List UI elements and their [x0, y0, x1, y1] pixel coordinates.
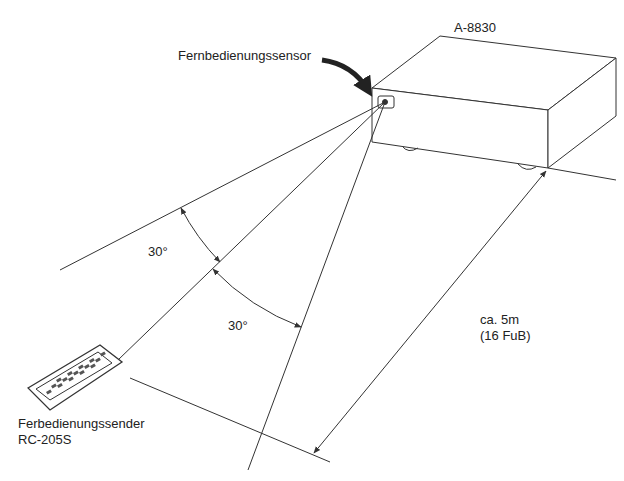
remote-panel: [36, 352, 112, 400]
remote-button: [90, 364, 96, 369]
remote-button: [62, 377, 68, 382]
amplifier-side: [548, 58, 616, 168]
model-label: A-8830: [452, 20, 498, 36]
remote-button: [79, 370, 85, 375]
remote-button: [57, 383, 63, 388]
angle-ray: [60, 102, 385, 270]
remote-button: [95, 358, 101, 363]
remote-button: [46, 390, 52, 395]
foot: [402, 146, 418, 151]
pointer-arrow: [322, 60, 368, 90]
center-ray: [118, 102, 385, 360]
remote-button: [73, 371, 79, 376]
remote-control: [28, 345, 122, 410]
dimension-line: [314, 171, 546, 453]
foot: [518, 164, 536, 169]
remote-button: [89, 358, 95, 363]
remote-button: [68, 377, 74, 382]
remote-button: [67, 371, 73, 376]
remote-label: Ferbedienungssender RC-205S: [16, 416, 162, 448]
remote-button: [84, 364, 90, 369]
amplifier-front: [372, 88, 548, 168]
distance-label: ca. 5m (16 FuB): [478, 312, 540, 344]
remote-button: [51, 384, 57, 389]
angle-arc: [181, 208, 220, 262]
angle-label: 30°: [146, 244, 170, 260]
sensor-label: Fernbedienungssensor: [176, 48, 313, 64]
remote-button: [56, 378, 62, 383]
remote-button: [100, 352, 106, 357]
base-line: [548, 168, 616, 180]
angle-ray: [248, 102, 385, 470]
remote-button: [78, 365, 84, 370]
remote-buttons: [46, 352, 106, 395]
angle-label: 30°: [226, 318, 250, 334]
